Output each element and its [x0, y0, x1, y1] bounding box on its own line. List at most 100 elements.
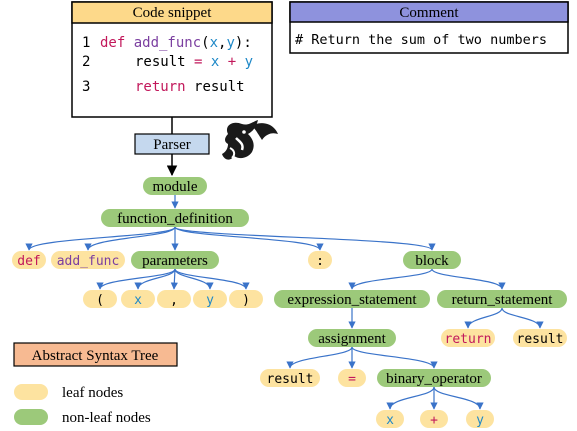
parser-label: Parser	[153, 137, 191, 153]
code-line-text: return result	[135, 79, 245, 95]
legend-nonleaf-label: non-leaf nodes	[62, 410, 151, 426]
code-token: def	[100, 35, 134, 51]
tree-edge	[174, 226, 436, 251]
leaf-node-comma: ,	[157, 290, 191, 308]
leaf-node-eq: =	[338, 369, 366, 387]
node-shape	[420, 410, 448, 428]
code-token: (	[201, 35, 209, 51]
code-token: result	[194, 79, 245, 95]
node-shape	[308, 329, 396, 347]
leaf-node-addfunc: add_func	[51, 251, 125, 269]
node-label: =	[348, 372, 356, 387]
comment-text: # Return the sum of two numbers	[295, 32, 547, 48]
node-label: y	[476, 413, 484, 428]
code-line-number: 3	[82, 79, 90, 95]
tree-edge	[351, 346, 438, 369]
tree-edge	[431, 268, 506, 290]
leaf-node-res: result	[260, 369, 320, 387]
tree-edge	[464, 307, 503, 329]
node-label: parameters	[142, 253, 208, 269]
tree-edge	[386, 386, 435, 410]
node-shape	[143, 177, 207, 195]
node-label: module	[153, 179, 198, 195]
nonleaf-node-assign: assignment	[308, 329, 396, 347]
node-label: expression_statement	[287, 292, 417, 308]
node-label: x	[134, 293, 142, 308]
node-label: def	[17, 254, 40, 269]
code-token: ,	[218, 35, 226, 51]
node-label: +	[430, 413, 438, 428]
code-token: result	[135, 54, 186, 70]
node-shape	[229, 290, 263, 308]
legend-nonleaf-swatch	[14, 409, 48, 425]
code-box-header	[71, 1, 273, 24]
leaf-node-bx: x	[376, 410, 404, 428]
tree-edge	[286, 346, 353, 369]
node-label: (	[96, 293, 104, 308]
tree-edge	[174, 226, 324, 251]
node-label: :	[316, 254, 324, 269]
leaf-node-colon: :	[308, 251, 332, 269]
code-token: ):	[235, 35, 252, 51]
ast-title-box	[13, 342, 178, 367]
leaf-node-px: x	[121, 290, 155, 308]
tree-edge	[25, 226, 176, 251]
leaf-node-plus: +	[420, 410, 448, 428]
code-box-title: Code snippet	[133, 5, 213, 21]
node-label: return_statement	[452, 292, 554, 308]
node-label: )	[242, 293, 250, 308]
node-shape	[274, 290, 430, 308]
node-shape	[441, 329, 495, 347]
node-shape	[403, 251, 461, 269]
code-token: =	[186, 54, 211, 70]
node-shape	[513, 329, 567, 347]
tree-edge	[348, 268, 433, 290]
node-shape	[437, 290, 567, 308]
tree-edge	[501, 307, 544, 329]
comment-box-header	[289, 1, 569, 23]
ast-title: Abstract Syntax Tree	[32, 348, 159, 364]
leaf-node-lp: (	[83, 290, 117, 308]
leaf-node-rp: )	[229, 290, 263, 308]
code-token: return	[135, 79, 194, 95]
nonleaf-node-params: parameters	[131, 251, 219, 269]
node-label: x	[386, 413, 394, 428]
leaf-node-ret_res: result	[513, 329, 567, 347]
nonleaf-node-retst: return_statement	[437, 290, 567, 308]
comment-box-title: Comment	[399, 5, 459, 21]
node-shape	[83, 290, 117, 308]
node-shape	[376, 410, 404, 428]
node-shape	[157, 290, 191, 308]
code-token: x	[210, 35, 218, 51]
nonleaf-node-exprst: expression_statement	[274, 290, 430, 308]
node-shape	[101, 209, 249, 227]
code-token: y	[245, 54, 253, 70]
node-label: result	[517, 332, 564, 347]
node-shape	[12, 251, 46, 269]
node-label: function_definition	[117, 211, 233, 227]
nonleaf-node-fundef: function_definition	[101, 209, 249, 227]
tree-edges	[25, 195, 544, 410]
tree-edge	[84, 226, 176, 251]
leaf-node-ret_kw: return	[441, 329, 495, 347]
code-token: y	[226, 35, 234, 51]
node-label: add_func	[57, 254, 120, 269]
legend-leaf-label: leaf nodes	[62, 385, 123, 401]
code-line-text: result = x + y	[135, 54, 253, 70]
node-label: result	[267, 372, 314, 387]
code-token: x	[211, 54, 219, 70]
nonleaf-node-module: module	[143, 177, 207, 195]
node-label: ,	[170, 293, 178, 308]
code-line-number: 1	[82, 35, 90, 51]
node-shape	[260, 369, 320, 387]
node-label: return	[445, 332, 492, 347]
tree-edge	[96, 268, 176, 290]
leaf-node-py: y	[193, 290, 227, 308]
code-line-text: def add_func(x,y):	[100, 35, 252, 51]
node-shape	[193, 290, 227, 308]
tree-edge	[170, 268, 178, 290]
